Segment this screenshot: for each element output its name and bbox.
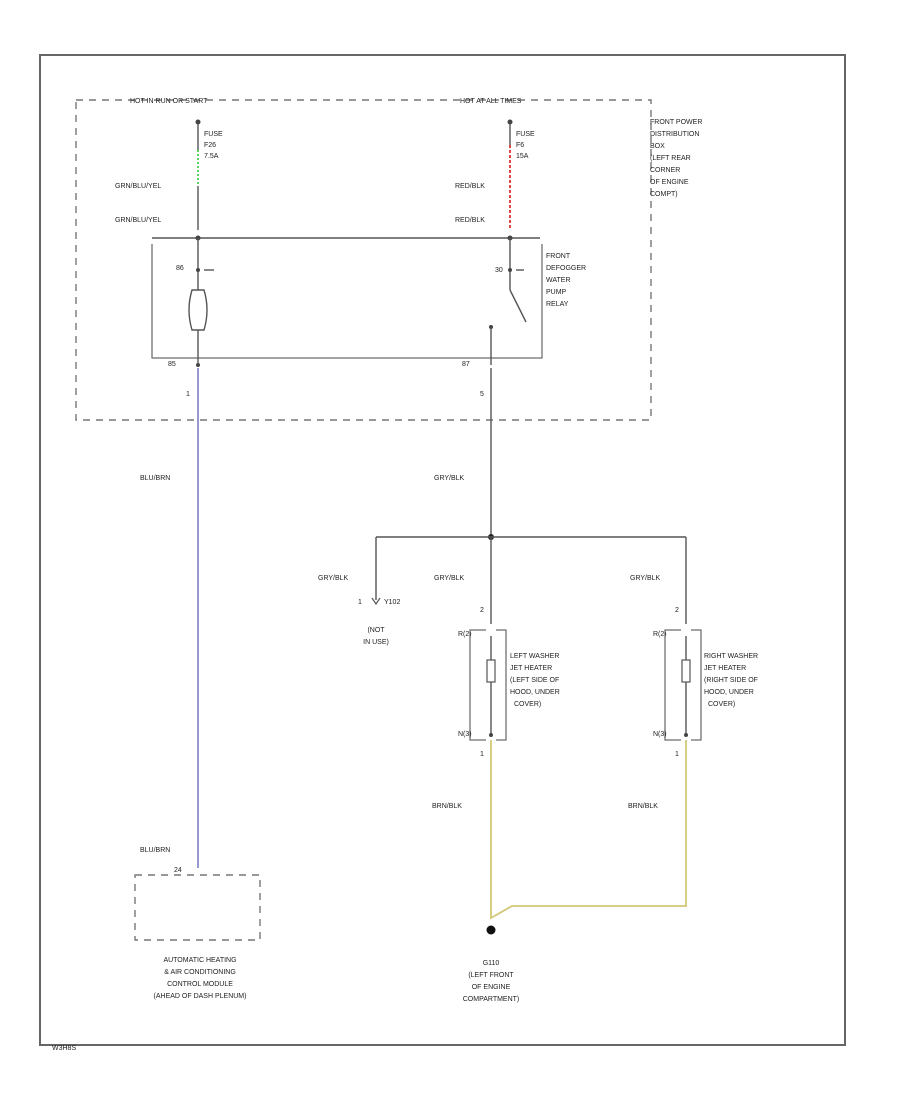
svg-text:HOOD, UNDER: HOOD, UNDER (704, 689, 754, 696)
fuse-f26-label: FUSE (204, 131, 223, 138)
wire-label-blu-brn-2: BLU/BRN (140, 847, 170, 854)
relay-pin-30: 30 (495, 267, 503, 274)
relay-label-3: WATER (546, 277, 571, 284)
left-heater-n: N(3) (458, 731, 472, 738)
svg-text:OF ENGINE: OF ENGINE (472, 984, 511, 991)
svg-text:AUTOMATIC HEATING: AUTOMATIC HEATING (163, 957, 236, 964)
control-module-label: AUTOMATIC HEATING & AIR CONDITIONING CON… (154, 957, 247, 1000)
connector-y102: 1 Y102 (NOT IN USE) (358, 597, 400, 646)
fuse-f26-id: F26 (204, 142, 216, 149)
fuse-f26-rating: 7.5A (204, 153, 219, 160)
fuse-f26-top-terminal (195, 119, 201, 125)
wire-label-grn-blu-yel-2: GRN/BLU/YEL (115, 217, 161, 224)
svg-text:JET HEATER: JET HEATER (510, 665, 552, 672)
hot-at-all-times-label: HOT AT ALL TIMES (460, 98, 522, 105)
relay-label-5: RELAY (546, 301, 569, 308)
svg-text:CORNER: CORNER (650, 167, 680, 174)
ground-g110-symbol (486, 925, 496, 935)
hot-run-start-label: HOT IN RUN OR START (130, 98, 208, 105)
fuse-f6-label: FUSE (516, 131, 535, 138)
relay-pin-87-contact (489, 325, 493, 329)
wire-label-brn-blk-1: BRN/BLK (432, 803, 462, 810)
relay-front-defogger-water-pump: 86 85 30 87 FRONT DEFOGGER WATER PUMP RE… (150, 230, 586, 368)
svg-text:(RIGHT SIDE OF: (RIGHT SIDE OF (704, 677, 758, 684)
pdb-label: FRONT POWER DISTRIBUTION BOX (LEFT REAR … (650, 119, 702, 198)
relay-label-2: DEFOGGER (546, 265, 586, 272)
wire-label-gry-blk-c: GRY/BLK (630, 575, 661, 582)
right-heater-pin-1: 1 (675, 751, 679, 758)
left-washer-jet-heater: 2 R(2) N(3) 1 LEFT WASHER JET HEATER (LE… (458, 600, 560, 758)
diagram-frame (39, 54, 846, 1046)
relay-switch-arm (509, 289, 527, 323)
wire-brn-blk (490, 740, 687, 920)
left-heater-r: R(2) (458, 631, 472, 638)
wire-label-grn-blu-yel-1: GRN/BLU/YEL (115, 183, 161, 190)
svg-text:HOOD, UNDER: HOOD, UNDER (510, 689, 560, 696)
relay-pin-30-terminal (508, 268, 512, 272)
relay-pin-87: 87 (462, 361, 470, 368)
wire-label-red-blk-2: RED/BLK (455, 217, 485, 224)
svg-text:OF ENGINE: OF ENGINE (650, 179, 689, 186)
left-heater-pin-1: 1 (480, 751, 484, 758)
svg-text:(AHEAD OF DASH PLENUM): (AHEAD OF DASH PLENUM) (154, 993, 247, 1000)
relay-pin-85: 85 (168, 361, 176, 368)
svg-text:COMPARTMENT): COMPARTMENT) (463, 996, 520, 1003)
ground-g110-label: G110 (LEFT FRONT OF ENGINE COMPARTMENT) (463, 960, 520, 1003)
svg-text:(LEFT SIDE OF: (LEFT SIDE OF (510, 677, 559, 684)
diagram-code: W3H8S (52, 1045, 76, 1052)
wire-label-gry-blk-b: GRY/BLK (434, 575, 465, 582)
relay-pin-85-terminal (196, 363, 200, 367)
svg-text:COMPT): COMPT) (650, 191, 678, 198)
relay-pin-86-terminal (196, 268, 200, 272)
right-heater-pin-2: 2 (675, 607, 679, 614)
svg-text:BOX: BOX (650, 143, 665, 150)
relay-label-1: FRONT (546, 253, 571, 260)
wire-label-blu-brn-1: BLU/BRN (140, 475, 170, 482)
power-distribution-box (75, 99, 652, 421)
svg-text:COVER): COVER) (514, 701, 541, 708)
svg-text:COVER): COVER) (708, 701, 735, 708)
svg-text:CONTROL MODULE: CONTROL MODULE (167, 981, 233, 988)
wire-label-red-blk-1: RED/BLK (455, 183, 485, 190)
relay-label-4: PUMP (546, 289, 567, 296)
right-heater-r: R(2) (653, 631, 667, 638)
svg-text:& AIR CONDITIONING: & AIR CONDITIONING (164, 969, 236, 976)
wire-label-gry-blk-a: GRY/BLK (318, 575, 349, 582)
fuse-f6-top-terminal (507, 119, 513, 125)
relay-outline (151, 237, 543, 359)
connector-y102-label-1: (NOT (367, 627, 385, 634)
pdb-pin-1: 1 (186, 391, 190, 398)
fuse-f6: FUSE F6 15A (507, 119, 535, 232)
relay-pin-86: 86 (176, 265, 184, 272)
svg-text:(LEFT FRONT: (LEFT FRONT (468, 972, 514, 979)
svg-text:JET HEATER: JET HEATER (704, 665, 746, 672)
svg-text:FRONT POWER: FRONT POWER (650, 119, 702, 126)
fuse-f6-id: F6 (516, 142, 524, 149)
connector-y102-code: Y102 (384, 599, 400, 606)
svg-text:RIGHT WASHER: RIGHT WASHER (704, 653, 758, 660)
svg-text:LEFT WASHER: LEFT WASHER (510, 653, 559, 660)
wire-label-gry-blk-main: GRY/BLK (434, 475, 465, 482)
module-pin-24: 24 (174, 867, 182, 874)
left-heater-pin-2: 2 (480, 607, 484, 614)
relay-coil (188, 289, 208, 331)
fuse-f6-rating: 15A (516, 153, 529, 160)
wire-label-brn-blk-2: BRN/BLK (628, 803, 658, 810)
connector-y102-symbol (371, 597, 381, 606)
control-module-box (134, 874, 261, 941)
svg-text:DISTRIBUTION: DISTRIBUTION (650, 131, 699, 138)
svg-text:G110: G110 (483, 960, 500, 967)
fuse-f26: FUSE F26 7.5A (195, 119, 223, 186)
right-heater-n: N(3) (653, 731, 667, 738)
connector-y102-label-2: IN USE) (363, 639, 389, 646)
svg-text:(LEFT REAR: (LEFT REAR (650, 155, 691, 162)
pdb-pin-5: 5 (480, 391, 484, 398)
right-washer-jet-heater: 2 R(2) N(3) 1 RIGHT WASHER JET HEATER (R… (653, 600, 758, 758)
connector-y102-pin: 1 (358, 599, 362, 606)
